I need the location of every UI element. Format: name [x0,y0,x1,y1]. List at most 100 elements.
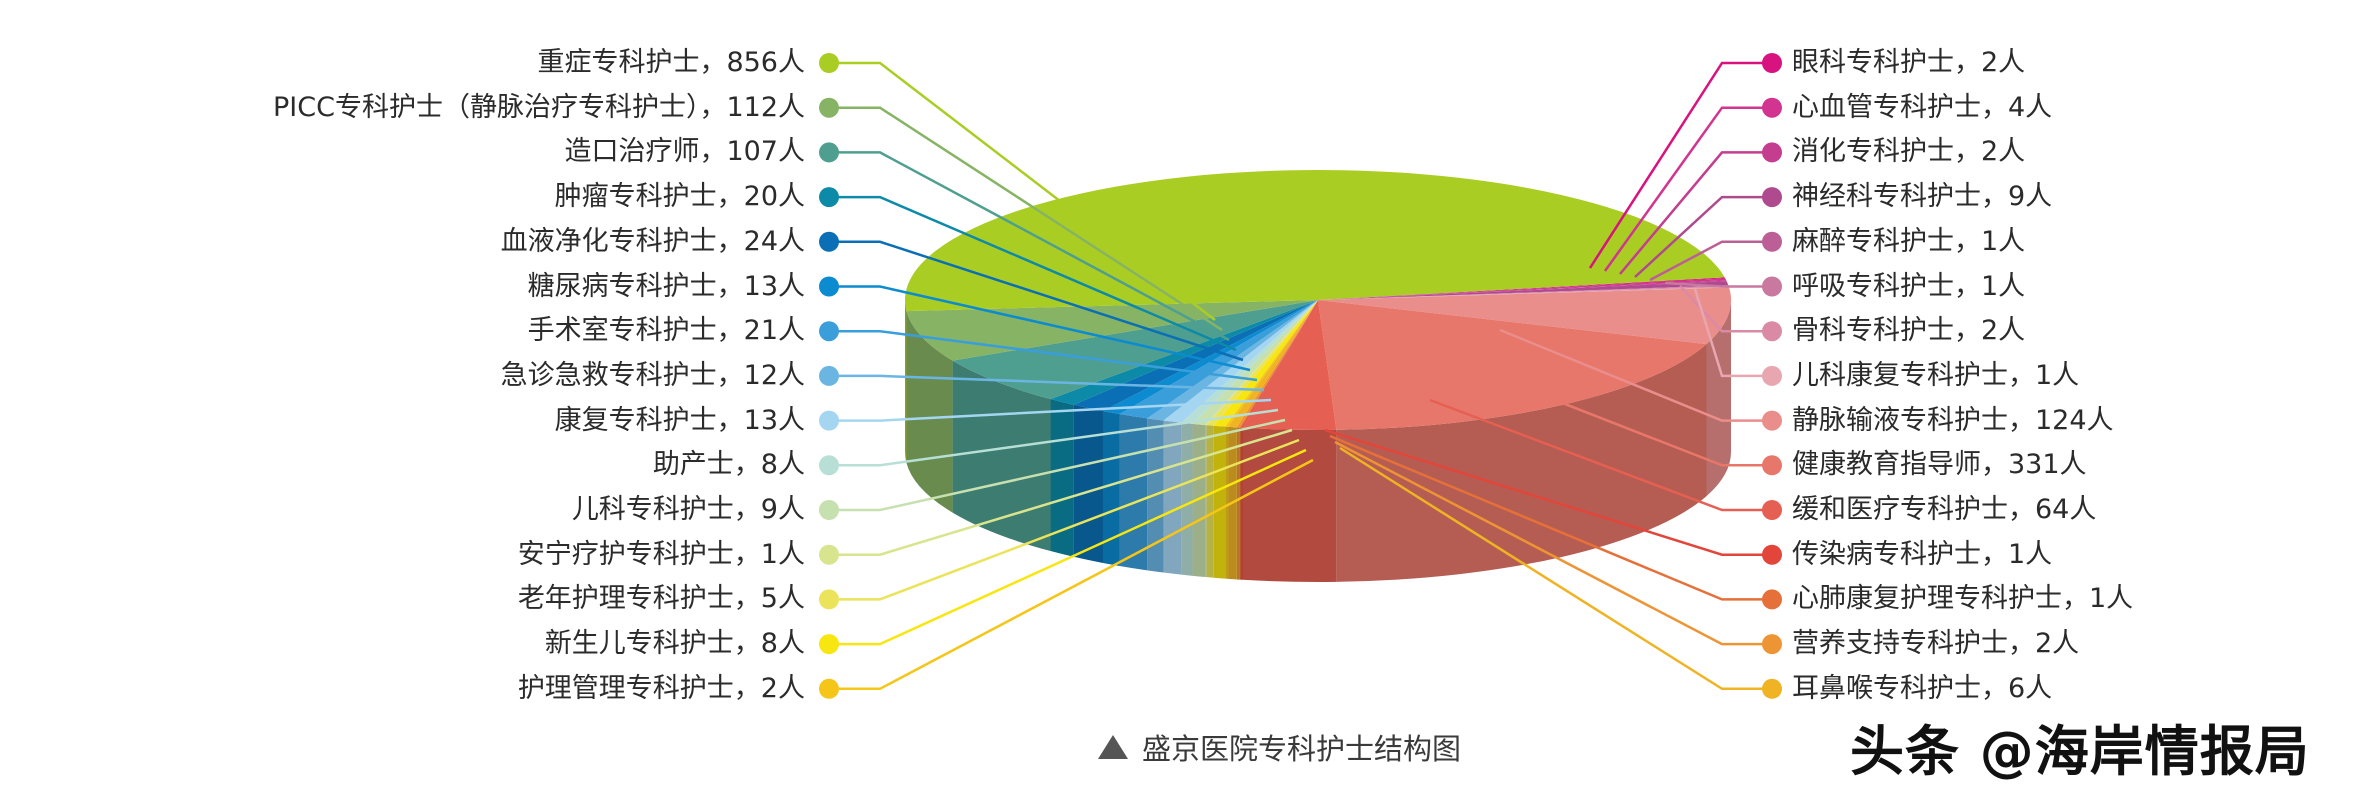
leader-line [1334,440,1772,646]
leader-line [829,418,1286,512]
legend-dot-icon [819,589,839,610]
pie-slice [1073,300,1318,411]
pie-side-segment [1206,425,1214,578]
chart-caption: 盛京医院专科护士结构图 [1098,726,1461,768]
leader-line [829,151,1230,342]
slice-label: 麻醉专科护士，1人 [1792,225,2026,257]
legend-dot-icon [1762,589,1782,610]
legend-dot-icon [819,544,839,565]
pie-slice [1318,287,1730,300]
slice-label: 造口治疗师，107人 [564,136,805,168]
pie-slice [1050,300,1318,405]
leader-line [829,448,1307,646]
legend-dot-icon [1762,410,1782,431]
slice-label: PICC专科护士（静脉治疗专科护士），112人 [273,91,805,123]
legend-dot-icon [1762,455,1782,476]
legend-dot-icon [819,321,839,342]
leader-line [829,106,1223,332]
legend-dot-icon [1762,544,1782,565]
leader-line [829,438,1300,601]
leader-lines [829,61,1772,691]
legend-dot-icon [1762,276,1782,297]
pie-side-segment [1119,414,1148,571]
slice-label: 重症专科护士，856人 [537,47,805,78]
slice-label: 助产士，8人 [652,449,805,481]
slice-label: 耳鼻喉专科护士，6人 [1792,672,2053,704]
legend-dot-icon [819,187,839,208]
leader-line [1619,151,1772,275]
leader-line [829,329,1258,382]
slice-label: 传染病专科护士，1人 [1792,538,2053,570]
slice-label: 呼吸专科护士，1人 [1792,270,2026,302]
pie-side-segment [1236,427,1240,580]
legend-dot-icon [819,231,839,252]
slice-label: 安宁疗护专科护士，1人 [517,538,805,570]
leader-line [1588,61,1772,269]
leader-line [829,195,1237,352]
slice-label: 手术室专科护士，21人 [527,315,805,347]
pie-slice [1236,300,1318,428]
pie-slice [1318,285,1729,300]
slice-label: 血液净化专科护士，24人 [500,225,805,257]
pie-slice [1242,300,1337,430]
pie-side-segment [952,360,1051,552]
slice-label: 心血管专科护士，4人 [1792,91,2053,123]
slice-label: 营养支持专科护士，2人 [1792,628,2080,660]
legend-dot-icon [819,53,839,73]
slice-label: 康复专科护士，13人 [554,404,805,436]
pie-slice [1206,300,1318,426]
triangle-up-icon [1098,735,1128,759]
pie-slice [1241,300,1318,428]
pie-slice [1163,300,1318,423]
pie-side-segment [906,311,953,513]
legend-dot-icon [1762,97,1782,118]
pie-side-segment [1205,425,1207,578]
pie-top-face [905,170,1732,430]
pie-side-segment [1225,426,1229,579]
slice-label: 老年护理专科护士，5人 [517,583,805,615]
slice-label: 静脉输液专科护士，124人 [1792,404,2114,436]
pie-side-segment [905,300,907,464]
slice-label: 新生儿专科护士，8人 [544,628,805,660]
slice-label: 糖尿病专科护士，13人 [527,270,805,302]
pie-slice [1147,300,1318,421]
leader-line [829,240,1244,362]
legend-dot-icon [1762,142,1782,163]
legend-dot-icon [819,455,839,476]
slice-label: 儿科专科护士，9人 [571,494,805,525]
label-markers [819,53,1782,699]
slice-label: 骨科专科护士，2人 [1792,315,2026,347]
pie-slice [1192,300,1318,426]
leader-line [1464,363,1772,467]
slice-label: 眼科专科护士，2人 [1792,47,2026,78]
pie-side-segment [1181,422,1193,576]
leader-line [1324,428,1772,556]
pie-slice [1318,300,1707,430]
leader-line [1693,288,1772,378]
legend-dot-icon [819,276,839,297]
legend-dot-icon [1762,53,1782,73]
leader-line [829,408,1279,467]
slice-label: 肿瘤专科护士，20人 [554,181,805,213]
legend-dot-icon [819,678,839,699]
pie-slice [1181,300,1318,424]
pie-slice [1239,300,1318,428]
leader-line [1603,106,1772,272]
pie-slice [1119,300,1318,419]
pie-side-segment [1102,410,1120,567]
legend-dot-icon [1762,678,1782,699]
slice-label: 消化专科护士，2人 [1792,136,2026,168]
pie-slice [1213,300,1318,427]
pie-slice [1228,300,1318,428]
pie-side-segment [1242,427,1337,582]
legend-dot-icon [819,410,839,431]
legend-dot-icon [1762,321,1782,342]
legend-dot-icon [1762,634,1782,655]
pie-slice [1318,278,1727,300]
slice-label: 急诊急救专科护士，12人 [500,359,805,391]
pie-slice [1318,277,1726,300]
leader-line [1499,328,1772,422]
pie-side-segment [1213,425,1226,579]
slice-label: 护理管理专科护士，2人 [517,672,805,704]
leader-line [829,285,1251,372]
